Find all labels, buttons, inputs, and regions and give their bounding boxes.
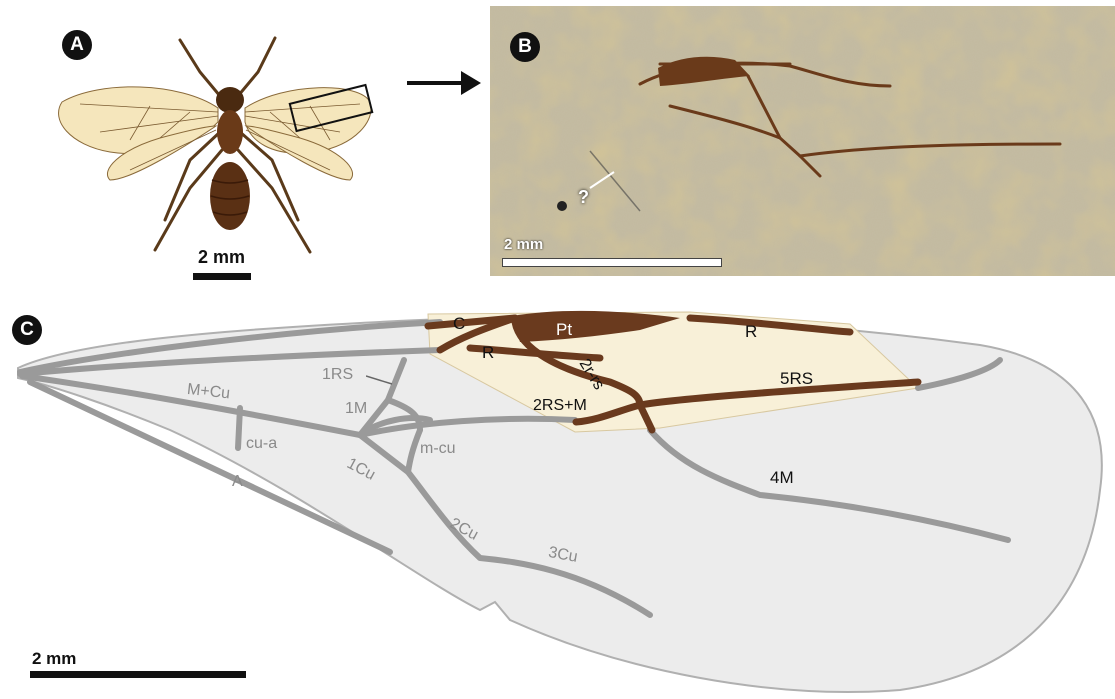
panel-a: A 2 mm [40, 20, 440, 290]
label-cu-a: cu-a [246, 435, 277, 453]
fossil-photo [490, 6, 1115, 276]
head [216, 87, 244, 113]
forewing-left [59, 87, 218, 154]
arrow-right-icon [405, 68, 483, 98]
panel-a-scale-label: 2 mm [198, 247, 245, 268]
panel-c-badge: C [12, 315, 42, 345]
label-1m: 1M [345, 400, 367, 418]
label-pt: Pt [556, 320, 572, 340]
vein-cu-a [238, 408, 240, 448]
wing-reconstruction [0, 290, 1115, 699]
pointer-line [588, 168, 618, 192]
label-r-fossil: R [482, 343, 494, 363]
label-1rs-leader [366, 374, 396, 388]
panel-b-scale-bar [502, 258, 722, 267]
label-a: A [232, 473, 243, 491]
abdomen [210, 162, 250, 230]
panel-b: B ? 2 mm [490, 6, 1115, 276]
label-5rs: 5RS [780, 369, 813, 389]
panel-b-scale-label: 2 mm [504, 236, 543, 253]
panel-a-badge: A [62, 30, 92, 60]
label-m-cu-cross: m-cu [420, 440, 456, 458]
label-1rs: 1RS [322, 366, 353, 384]
panel-c-scale-bar [30, 671, 246, 678]
panel-c: C Pt R R 2r-rs 5RS 2RS+M 4M 1RS 1M M+Cu … [0, 290, 1115, 699]
label-r-inner: R [745, 322, 757, 342]
panel-c-scale-label: 2 mm [32, 649, 76, 669]
panel-a-scale-bar [193, 273, 251, 280]
label-4m: 4M [770, 468, 794, 488]
panel-b-badge: B [510, 32, 540, 62]
label-2rs-m: 2RS+M [533, 397, 587, 415]
thorax [217, 110, 243, 154]
label-c: C [453, 314, 465, 334]
